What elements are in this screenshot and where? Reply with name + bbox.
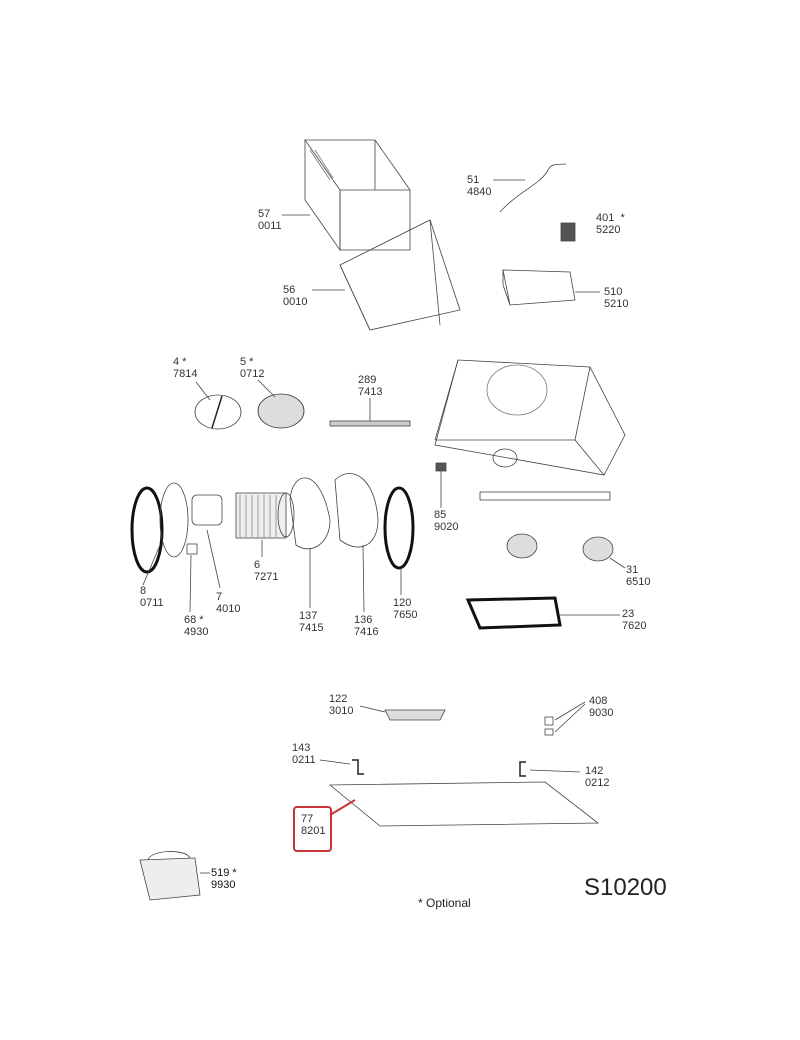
highlight-box-part-77 [293, 806, 332, 852]
part-408-holder [544, 716, 554, 726]
part-143-bracket [352, 759, 364, 775]
part-31-knob [506, 533, 538, 559]
part-519-kit-bag [139, 851, 201, 901]
part-label-5[interactable]: 5 *0712 [240, 356, 265, 380]
part-401-switch [560, 222, 576, 242]
part-137-housing [289, 477, 331, 550]
part-4-valve [194, 394, 242, 430]
part-label-519[interactable]: 519 *9930 [211, 867, 237, 891]
part-6-fan-wheel [235, 492, 295, 539]
part-51-cable [499, 163, 567, 213]
part-68-capacitor [186, 543, 198, 555]
part-120-grille [383, 486, 415, 570]
part-122-light [384, 709, 446, 721]
part-label-68[interactable]: 68 *4930 [184, 614, 209, 638]
optional-note: * Optional [418, 896, 471, 910]
part-85-clip [435, 462, 447, 472]
part-label-4[interactable]: 4 *7814 [173, 356, 198, 380]
part-136-housing [334, 473, 379, 548]
part-label-401[interactable]: 401 *5220 [596, 212, 625, 236]
part-289-bar [329, 420, 411, 427]
part-408-holder [544, 728, 554, 736]
part-77-glass-panel [328, 781, 600, 827]
part-5-grease-filter [257, 393, 305, 429]
part-510-transformer [502, 269, 576, 306]
part-7-motor [191, 494, 223, 526]
hood-body [434, 359, 626, 501]
part-57-chimney-upper [304, 138, 411, 252]
part-motor-plate [159, 482, 189, 558]
part-8-grille [130, 486, 164, 574]
part-142-bracket [519, 761, 526, 777]
model-number: S10200 [584, 874, 667, 901]
part-31-knob [582, 536, 614, 562]
part-23-filter-frame [465, 596, 562, 630]
part-56-chimney-lower [339, 219, 461, 331]
